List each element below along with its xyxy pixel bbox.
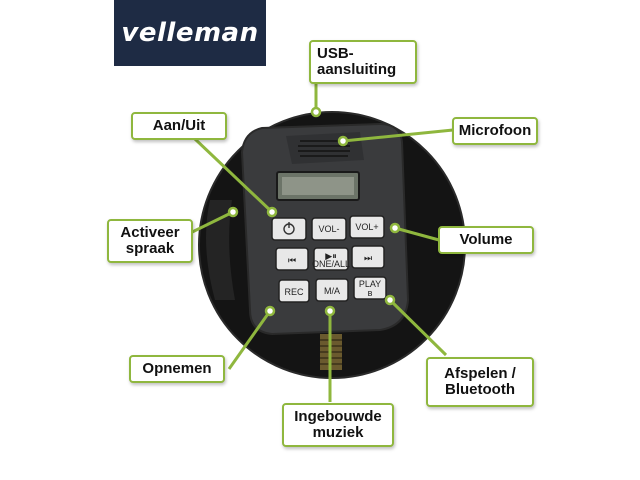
builtin-music-label: Ingebouwde muziek bbox=[282, 403, 394, 447]
ma-button[interactable]: M/A bbox=[315, 278, 349, 302]
volume-label: Volume bbox=[438, 226, 534, 254]
one-all-label: ONE/ALL bbox=[312, 259, 350, 269]
play-pause-icon: ▶⏸ bbox=[325, 251, 336, 261]
play-bluetooth-button[interactable]: PLAY ʙ bbox=[353, 276, 387, 300]
vol-down-button[interactable]: VOL- bbox=[311, 217, 347, 241]
vol-up-label: VOL+ bbox=[355, 222, 378, 232]
vol-down-label: VOL- bbox=[318, 224, 339, 234]
play-bluetooth-label: Afspelen / Bluetooth bbox=[426, 357, 534, 407]
previous-icon: ⏮ bbox=[288, 255, 296, 265]
play-bluetooth-text: Afspelen / Bluetooth bbox=[444, 365, 516, 398]
velleman-logo: velleman bbox=[114, 0, 266, 66]
volume-text: Volume bbox=[459, 231, 513, 248]
play-label: PLAY bbox=[359, 279, 381, 289]
speaker-grille bbox=[298, 140, 350, 157]
rec-button[interactable]: REC bbox=[278, 279, 310, 303]
usb-port-text: USB- aansluiting bbox=[317, 45, 397, 78]
record-text: Opnemen bbox=[142, 360, 212, 377]
microphone-text: Microfoon bbox=[458, 122, 532, 139]
next-button[interactable]: ⏭ bbox=[351, 245, 385, 269]
builtin-music-text: Ingebouwde muziek bbox=[294, 408, 382, 441]
next-icon: ⏭ bbox=[364, 253, 372, 263]
rec-label: REC bbox=[284, 287, 304, 297]
vol-up-button[interactable]: VOL+ bbox=[349, 215, 385, 239]
record-label: Opnemen bbox=[129, 355, 225, 383]
voice-activation-label: Activeer spraak bbox=[107, 219, 193, 263]
ma-label: M/A bbox=[324, 286, 340, 296]
power-text: Aan/Uit bbox=[152, 117, 206, 134]
logo-text: velleman bbox=[121, 18, 259, 48]
usb-port-label: USB- aansluiting bbox=[309, 40, 417, 84]
power-button[interactable] bbox=[271, 217, 307, 241]
leader-lines bbox=[179, 83, 454, 402]
previous-button[interactable]: ⏮ bbox=[275, 247, 309, 271]
microphone-label: Microfoon bbox=[452, 117, 538, 145]
voice-activation-text: Activeer spraak bbox=[120, 224, 180, 257]
leader-dots bbox=[227, 106, 401, 317]
play-pause-button[interactable]: ▶⏸ ONE/ALL bbox=[312, 247, 350, 271]
power-label: Aan/Uit bbox=[131, 112, 227, 140]
bluetooth-icon: ʙ bbox=[368, 288, 373, 298]
